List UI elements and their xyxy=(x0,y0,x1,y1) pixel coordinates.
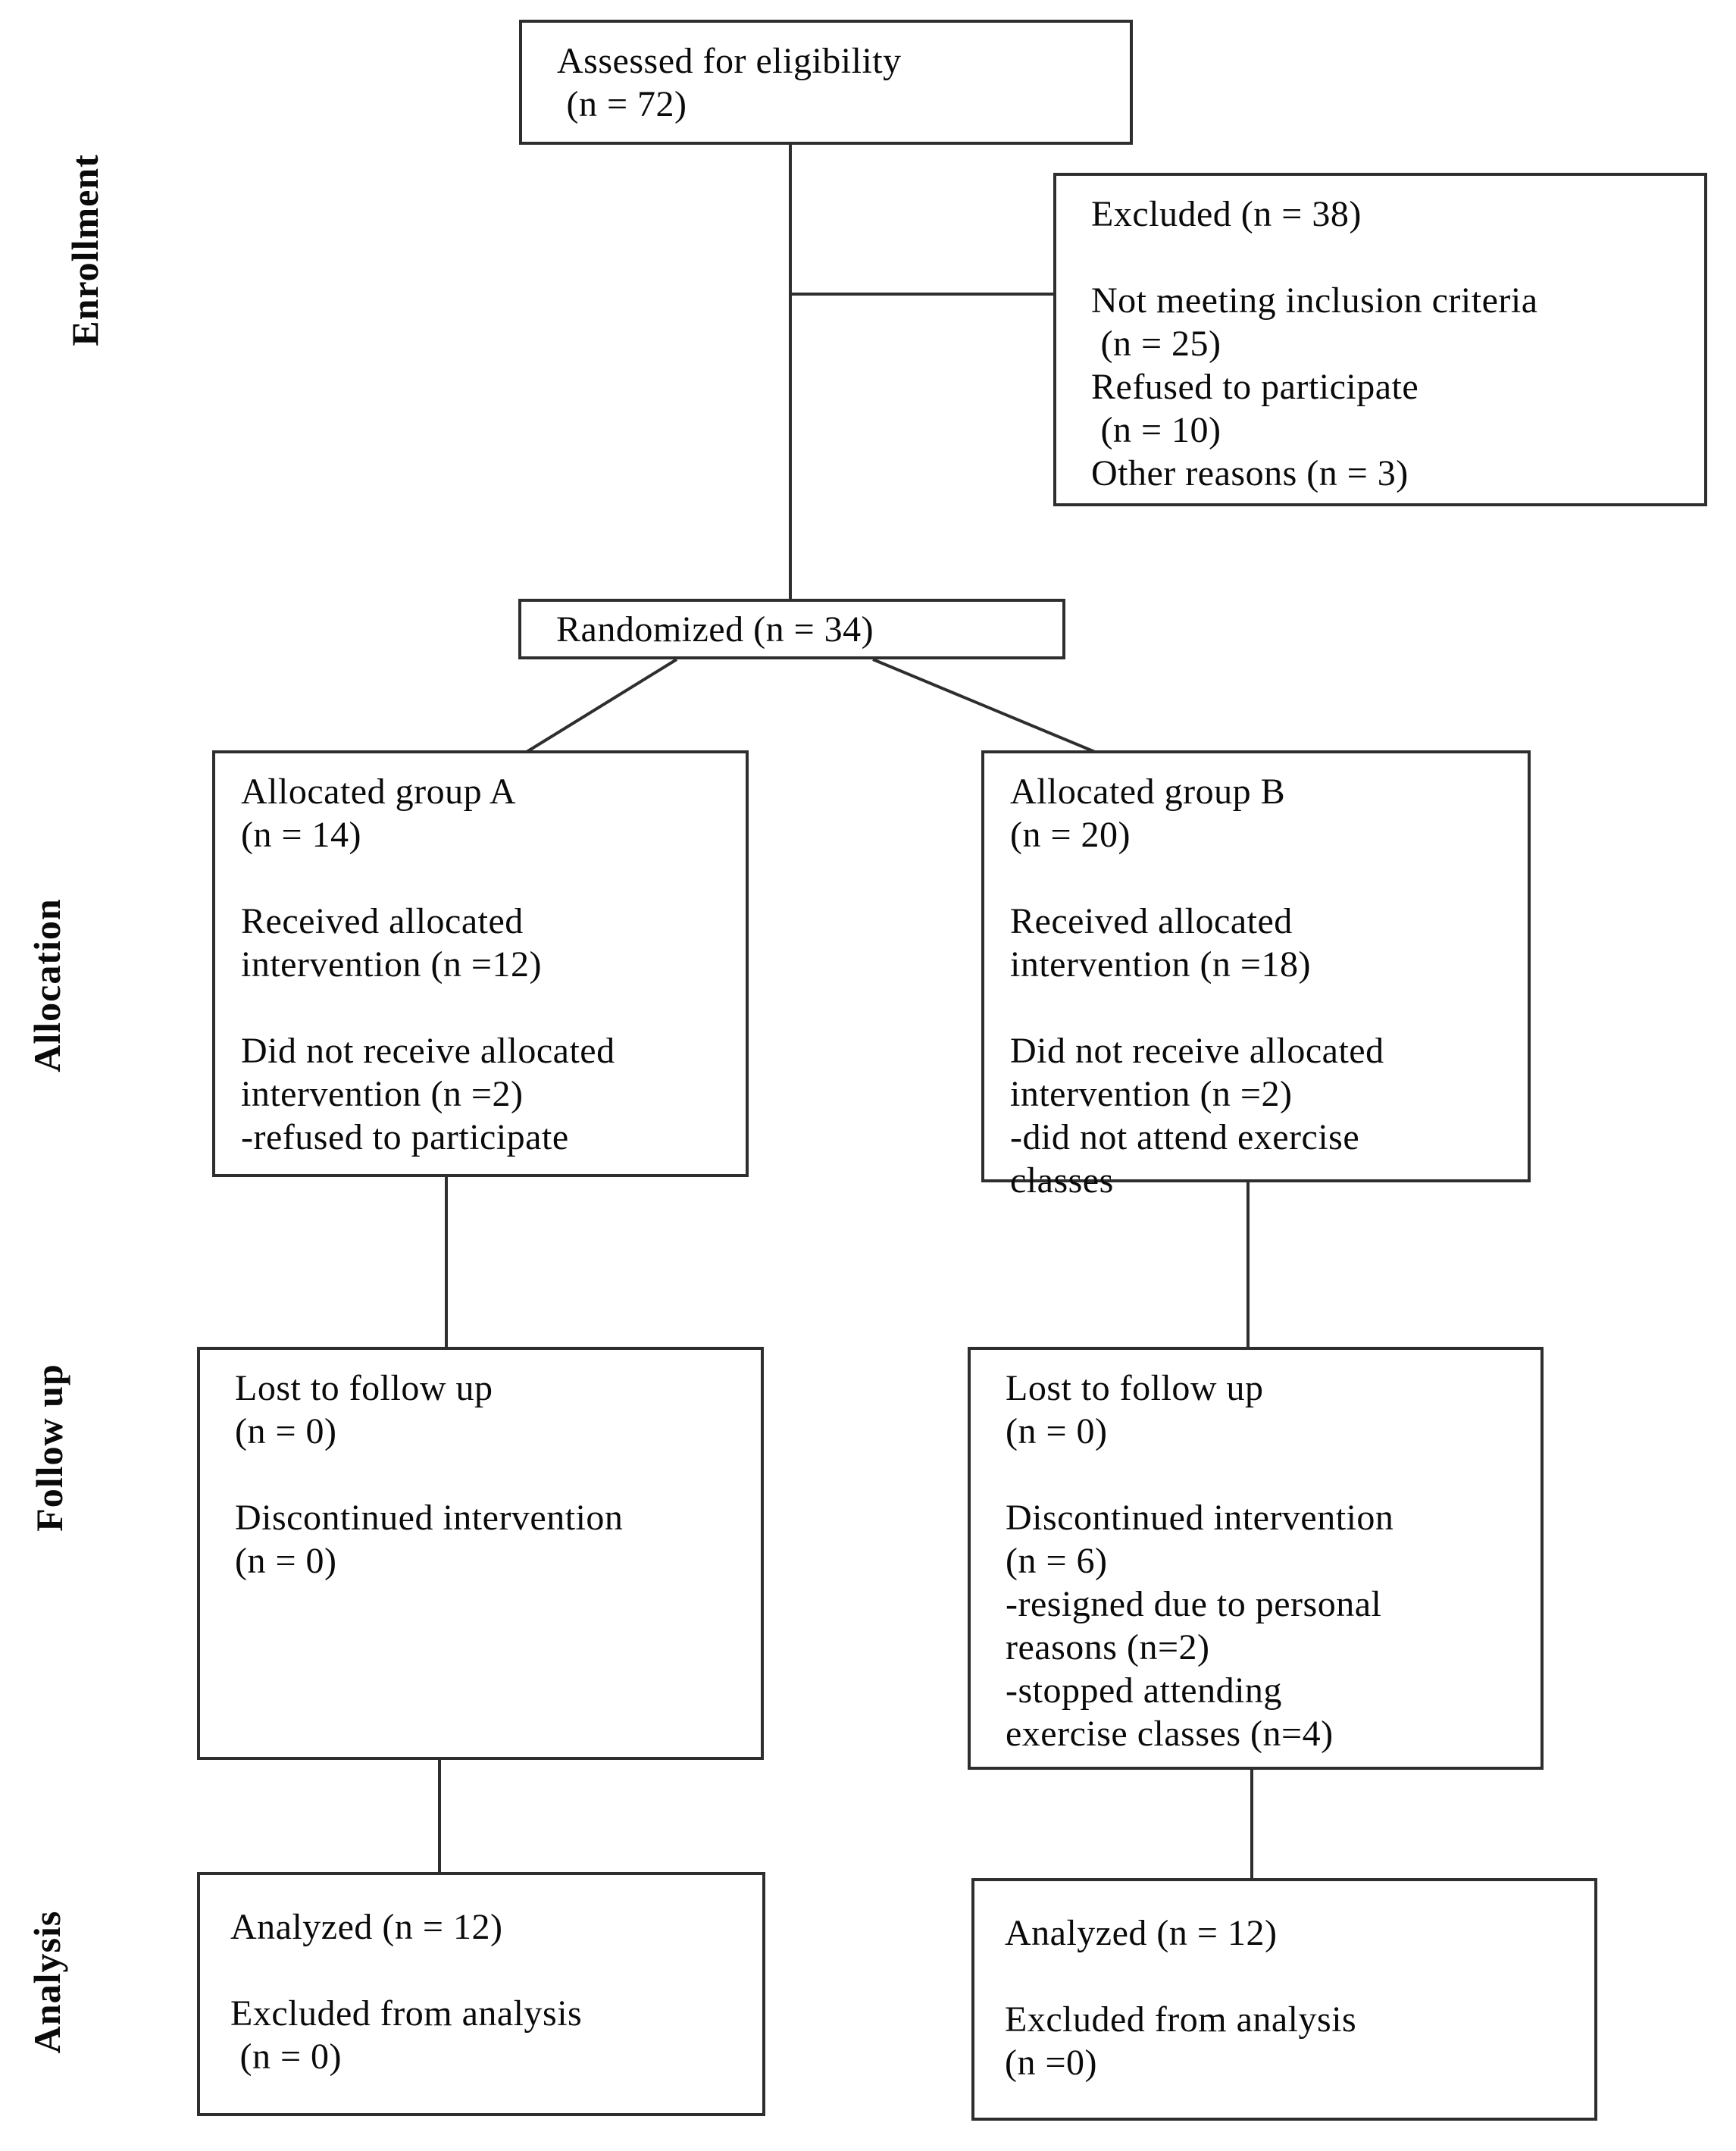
excluded-text: Excluded (n = 38) Not meeting inclusion … xyxy=(1091,194,1538,493)
assessed-eligibility-box: Assessed for eligibility (n = 72) xyxy=(519,20,1133,145)
analyzed-a-text: Analyzed (n = 12) Excluded from analysis… xyxy=(230,1907,583,2077)
analyzed-b-box: Analyzed (n = 12) Excluded from analysis… xyxy=(971,1878,1597,2121)
followup-b-box: Lost to follow up (n = 0) Discontinued i… xyxy=(968,1347,1544,1770)
stage-label-allocation: Allocation xyxy=(26,898,68,1072)
line-randomized-to-group-b xyxy=(872,658,1096,753)
assessed-eligibility-text: Assessed for eligibility (n = 72) xyxy=(557,41,902,124)
allocated-group-b-text: Allocated group B (n = 20) Received allo… xyxy=(1010,772,1384,1201)
stage-label-analysis: Analysis xyxy=(26,1910,68,2054)
analyzed-b-text: Analyzed (n = 12) Excluded from analysis… xyxy=(1005,1913,1357,2083)
randomized-text: Randomized (n = 34) xyxy=(556,609,874,650)
followup-a-text: Lost to follow up (n = 0) Discontinued i… xyxy=(235,1368,624,1581)
allocated-group-b-box: Allocated group B (n = 20) Received allo… xyxy=(981,750,1531,1201)
followup-b-text: Lost to follow up (n = 0) Discontinued i… xyxy=(1006,1368,1394,1754)
line-randomized-to-group-a xyxy=(525,658,678,753)
followup-a-box: Lost to follow up (n = 0) Discontinued i… xyxy=(197,1347,764,1760)
excluded-box: Excluded (n = 38) Not meeting inclusion … xyxy=(1053,173,1707,506)
stage-label-followup: Follow up xyxy=(28,1364,70,1532)
allocated-group-a-box: Allocated group A (n = 14) Received allo… xyxy=(212,750,749,1177)
analyzed-a-box: Analyzed (n = 12) Excluded from analysis… xyxy=(197,1872,765,2116)
allocated-group-a-text: Allocated group A (n = 14) Received allo… xyxy=(241,772,615,1157)
stage-label-enrollment: Enrollment xyxy=(64,154,106,346)
randomized-box: Randomized (n = 34) xyxy=(518,599,1065,659)
